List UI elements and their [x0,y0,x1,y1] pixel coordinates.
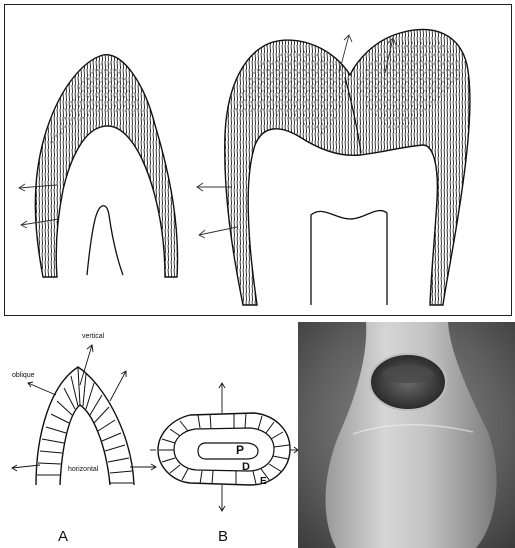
label-enamel: E [260,476,267,487]
incisor-section [19,55,178,277]
panel-b-svg: P D E B [150,325,300,548]
label-oblique: oblique [12,372,35,379]
panel-b-cross-section: P D E B [150,325,300,548]
panel-b-enamel-outer [158,413,290,485]
tooth-section-svg [5,5,513,317]
tooth-photo-svg [298,322,515,548]
panel-b-dentin-boundary [174,428,274,471]
panel-b-pulp [198,443,258,459]
label-pulp: P [236,443,244,457]
panel-a-inner-arch [60,405,110,485]
panel-a-svg: vertical oblique horizontal A [0,325,160,548]
incisor-pulp-outline [87,206,123,275]
tooth-photograph [298,322,515,548]
panel-b-rod-lines [159,413,289,485]
label-dentin: D [242,461,250,473]
panel-a-rod-directions: vertical oblique horizontal A [0,325,160,548]
label-horizontal: horizontal [68,466,99,473]
label-vertical: vertical [82,333,105,340]
molar-pulp-outline [311,211,387,305]
panel-a-caption: A [58,528,68,545]
molar-section [197,30,470,305]
panel-b-caption: B [218,528,228,545]
tooth-section-drawing-panel [4,4,512,316]
